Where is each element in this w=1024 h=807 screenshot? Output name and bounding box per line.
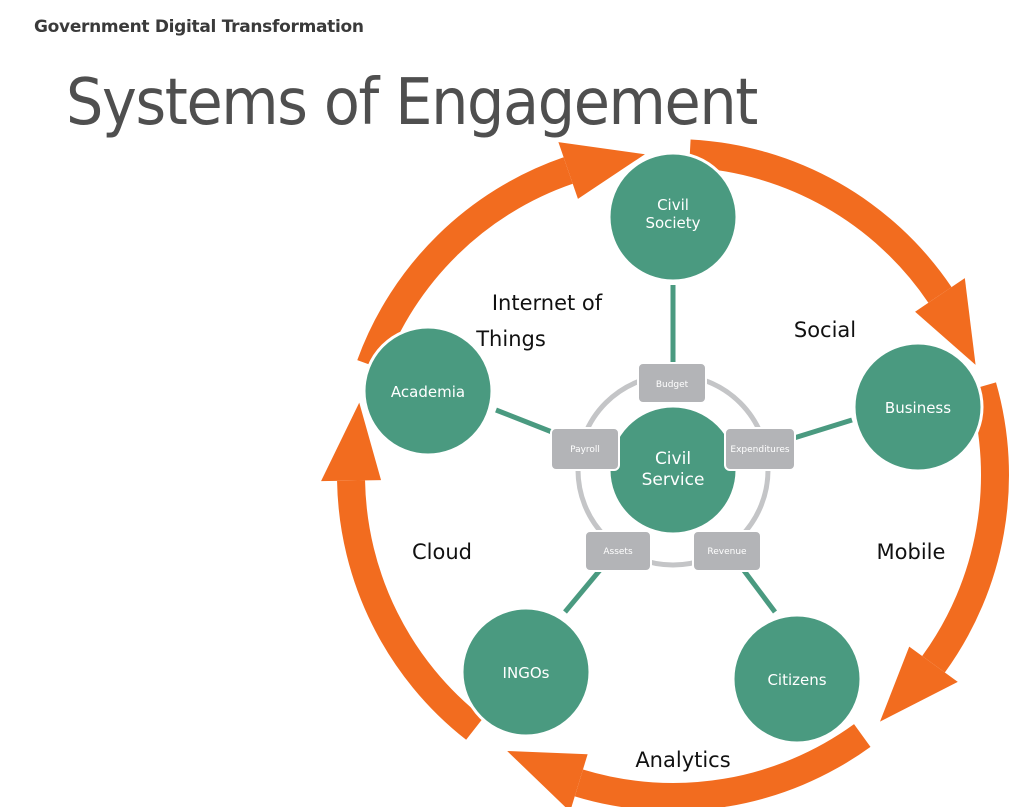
node-business: Business <box>852 341 984 473</box>
label-iot-line1: Internet of <box>492 291 603 315</box>
box-expenditures: Expenditures <box>724 427 796 471</box>
arrow-head-2 <box>879 646 958 722</box>
arrow-body-4 <box>337 480 484 740</box>
box-label: Assets <box>603 547 633 557</box>
arrow-body-3 <box>574 724 871 807</box>
label-mobile: Mobile <box>877 540 946 564</box>
box-payroll: Payroll <box>550 427 620 471</box>
connector-ingos <box>563 568 602 614</box>
box-assets: Assets <box>584 530 652 572</box>
slide-title: Systems of Engagement <box>66 66 758 140</box>
box-budget: Budget <box>637 362 707 404</box>
center-node-civil-service: Civil Service <box>607 404 739 536</box>
box-revenue: Revenue <box>692 530 762 572</box>
connector-lines <box>495 285 853 614</box>
node-label: Academia <box>391 383 465 401</box>
node-label: Citizens <box>767 671 826 689</box>
center-line1: Civil <box>655 449 691 469</box>
arrow-head-1 <box>915 278 976 365</box>
box-label: Budget <box>656 380 689 390</box>
connector-academia <box>495 407 553 435</box>
node-civil-society: Civil Society <box>607 151 739 283</box>
node-ingos: INGOs <box>460 606 592 738</box>
presentation-header: Government Digital Transformation <box>34 17 364 37</box>
arrow-body-2 <box>922 382 1009 673</box>
node-label: Civil <box>657 196 689 214</box>
connector-citizens <box>740 566 777 614</box>
node-label: Business <box>885 399 951 417</box>
arrow-head-4 <box>321 402 382 482</box>
label-cloud: Cloud <box>412 540 472 564</box>
node-label: Society <box>645 214 700 232</box>
node-label: INGOs <box>503 664 550 682</box>
box-label: Revenue <box>707 547 747 557</box>
node-academia: Academia <box>362 325 494 457</box>
label-social: Social <box>794 318 856 342</box>
arrow-head-3 <box>507 751 588 807</box>
label-analytics: Analytics <box>635 748 730 772</box>
arrow-body-1 <box>689 139 952 303</box>
node-citizens: Citizens <box>731 613 863 745</box>
arrow-head-0 <box>558 142 645 199</box>
center-line2: Service <box>642 470 705 490</box>
label-iot-line2: Things <box>475 327 546 351</box>
box-label: Expenditures <box>730 445 789 455</box>
box-label: Payroll <box>570 445 600 455</box>
connector-business <box>793 417 853 441</box>
